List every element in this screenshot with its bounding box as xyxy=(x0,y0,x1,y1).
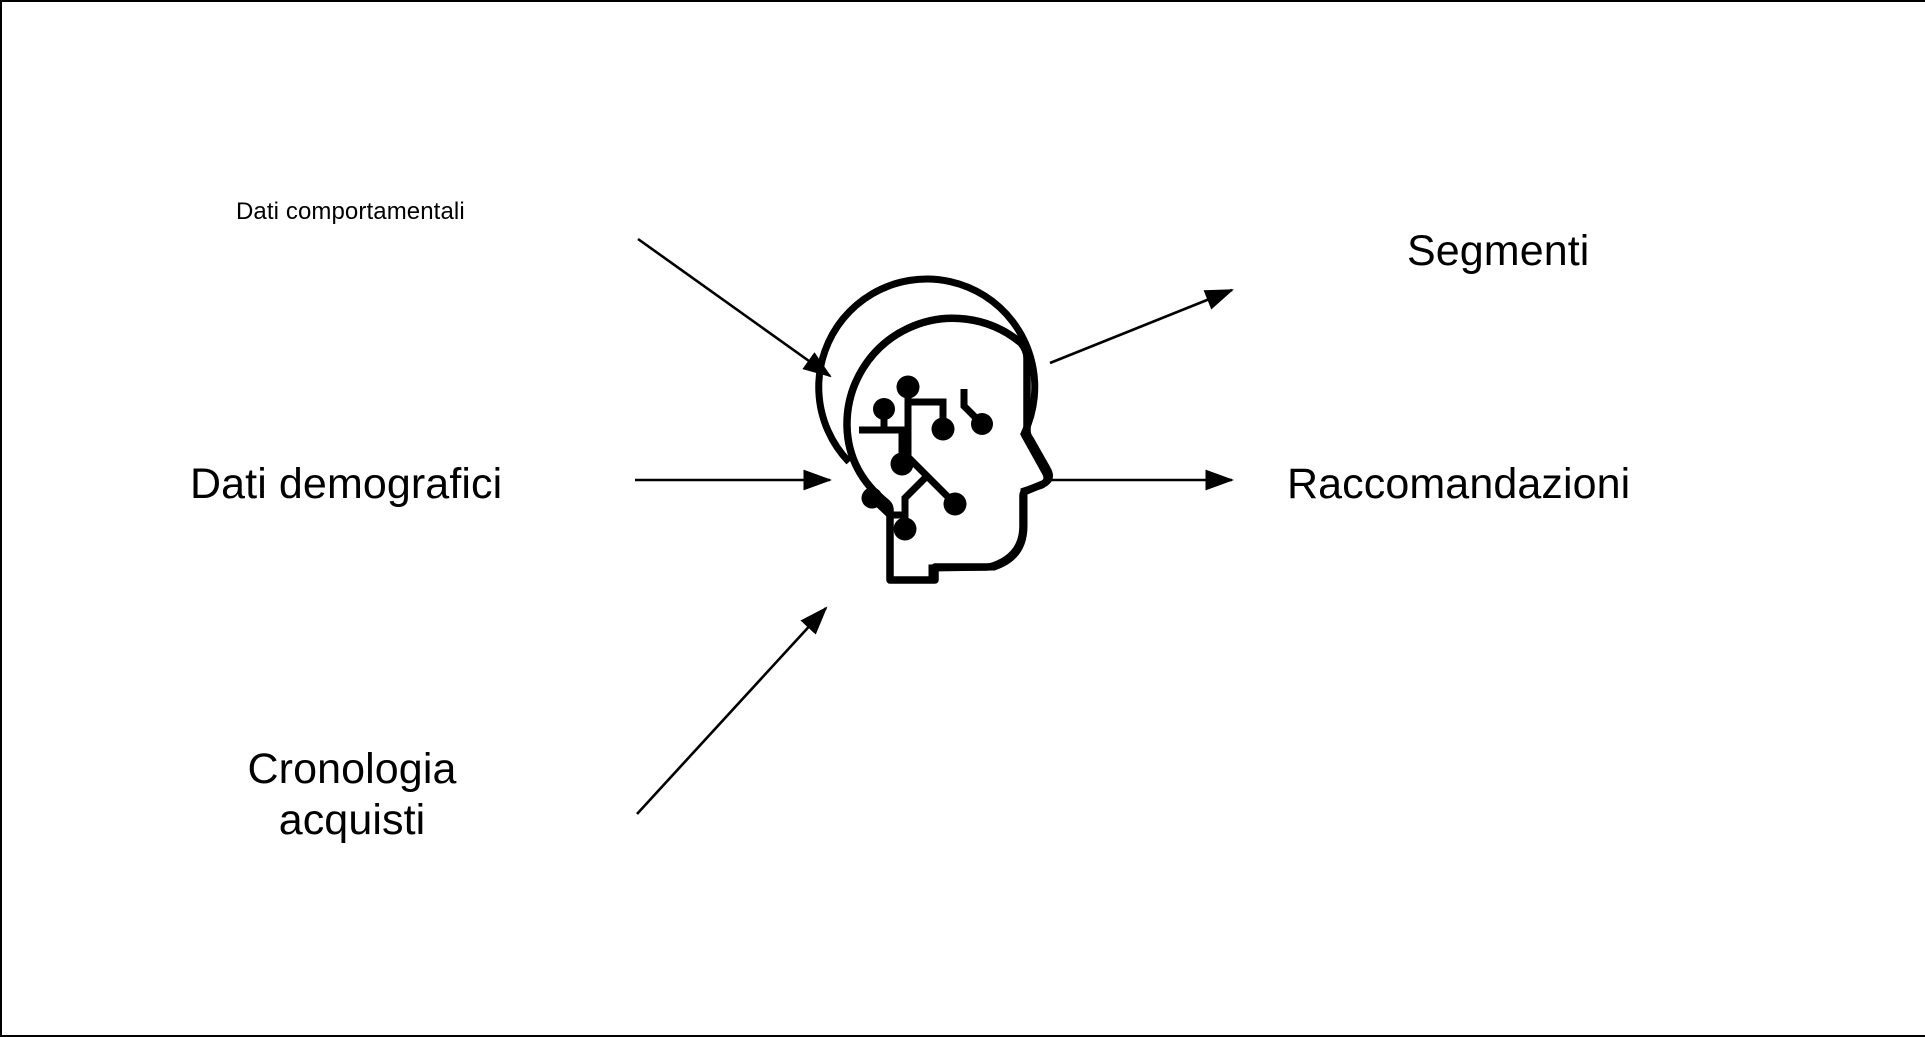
arrow-behavioral-to-brain xyxy=(637,237,832,378)
output-label-recommendations: Raccomandazioni xyxy=(1287,460,1631,508)
circuit-nodes xyxy=(861,375,993,541)
input-label-behavioral-data: Dati comportamentali xyxy=(236,198,465,225)
purchase-line-1: Cronologia xyxy=(247,745,457,793)
arrow-brain-to-segments xyxy=(1049,288,1234,365)
input-label-demographic-data: Dati demografici xyxy=(190,460,503,508)
output-label-segments: Segmenti xyxy=(1407,227,1590,275)
ai-head-circuit-icon xyxy=(815,275,1053,584)
arrow-purchase-to-brain xyxy=(636,606,828,815)
purchase-line-2: acquisti xyxy=(278,795,426,844)
